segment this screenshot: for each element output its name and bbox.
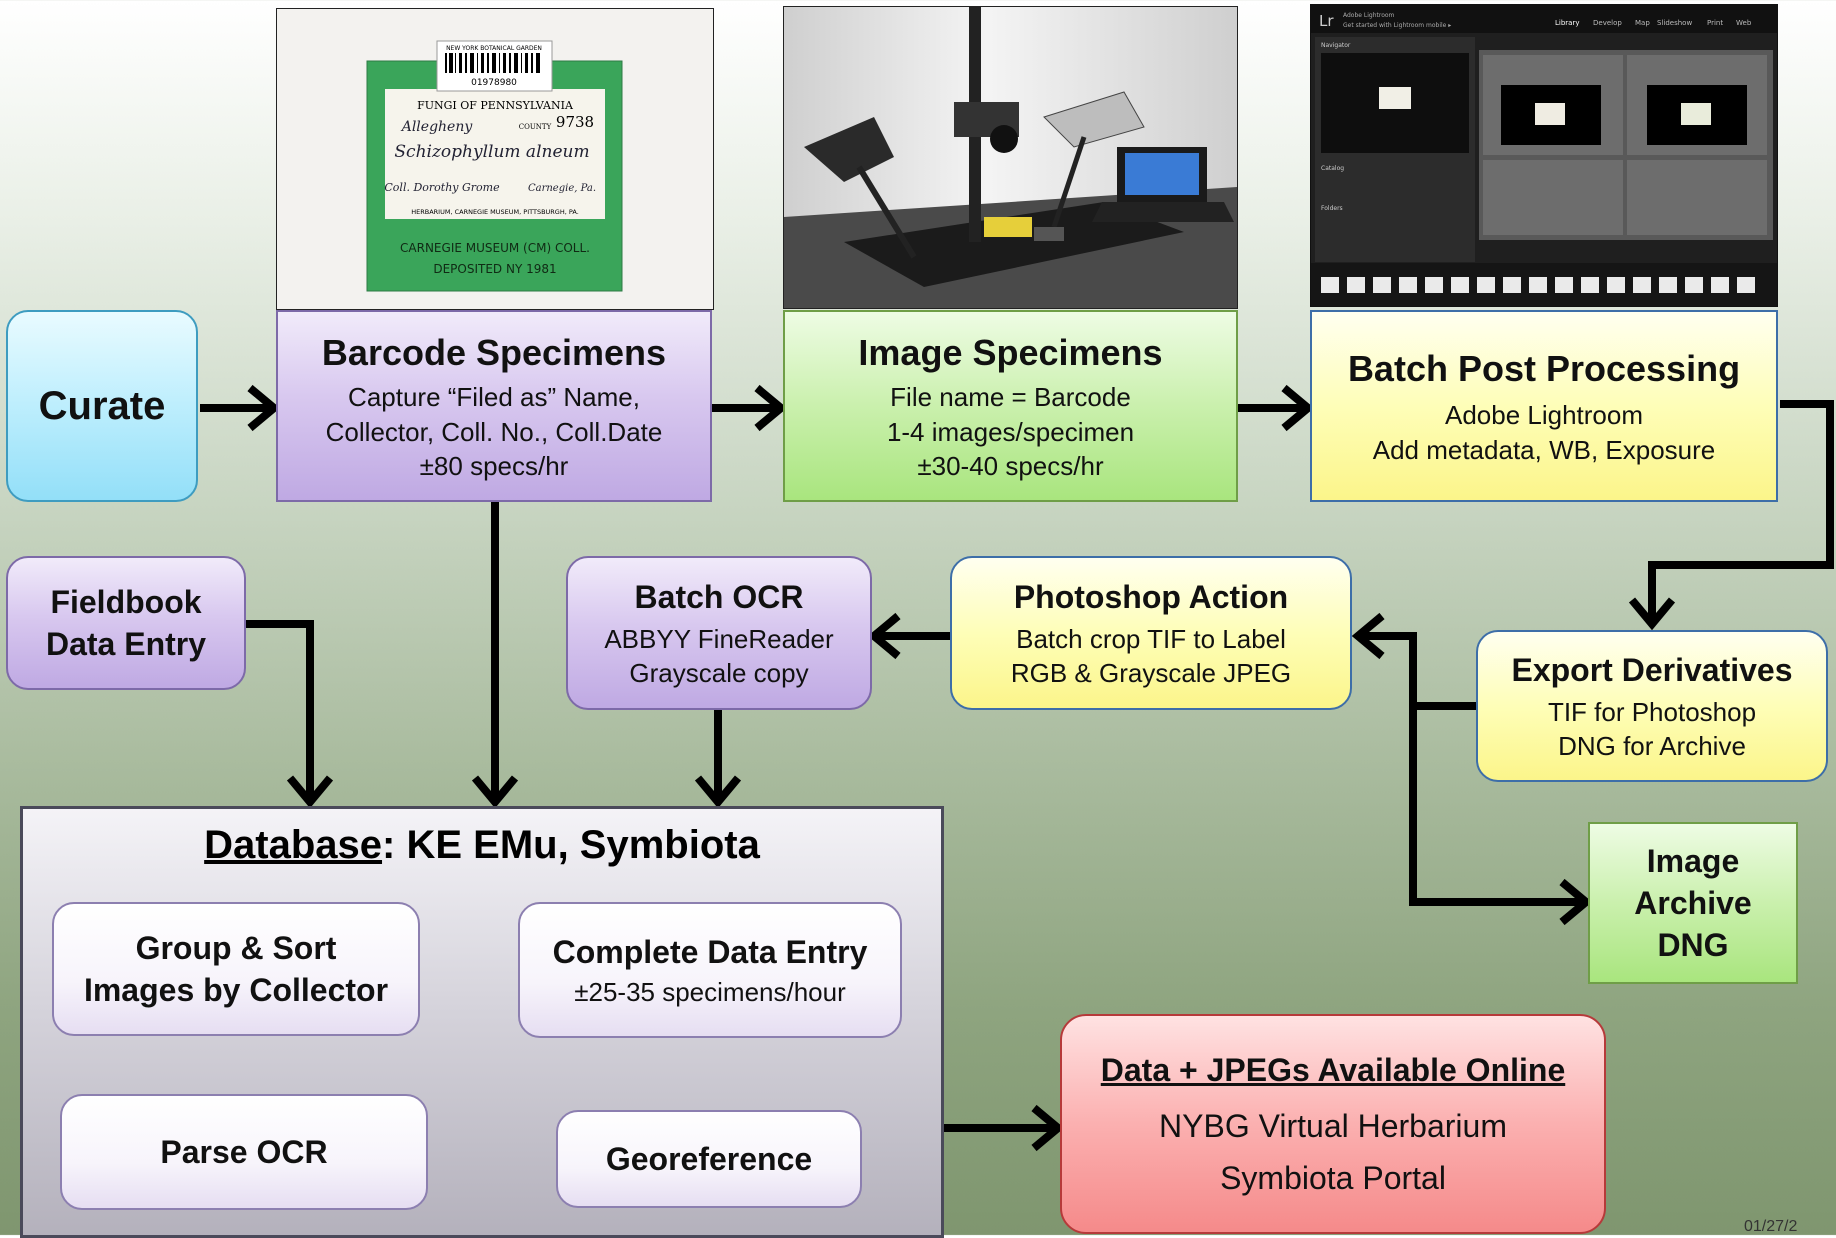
batch-post-title: Batch Post Processing (1347, 347, 1741, 389)
lightroom-module-library: Library (1555, 19, 1579, 27)
parse-ocr-node: Parse OCR (60, 1094, 428, 1210)
export-line-1: TIF for Photoshop (1547, 696, 1757, 727)
archive-line-2: Archive (1634, 884, 1752, 921)
label-barcode-number: 01978980 (471, 78, 517, 88)
image-archive-node: Image Archive DNG (1588, 822, 1798, 984)
image-line-2: 1-4 images/specimen (886, 416, 1135, 447)
batch-post-line-1: Adobe Lightroom (1444, 400, 1644, 431)
batch-post-processing-node: Batch Post Processing Adobe Lightroom Ad… (1310, 310, 1778, 502)
online-line-2: Symbiota Portal (1220, 1160, 1446, 1197)
fieldbook-line-2: Data Entry (45, 626, 207, 662)
archive-line-3: DNG (1657, 927, 1729, 964)
group-sort-line-2: Images by Collector (83, 972, 389, 1008)
complete-data-entry-node: Complete Data Entry ±25-35 specimens/hou… (518, 902, 902, 1038)
arrow-batchpost-to-export (1648, 400, 1834, 618)
barcode-title: Barcode Specimens (321, 331, 667, 373)
lightroom-screenshot: Lr Adobe Lightroom Get started with Ligh… (1310, 4, 1778, 307)
lightroom-logo: Lr (1319, 12, 1334, 30)
image-line-3: ±30-40 specs/hr (917, 450, 1104, 481)
georeference-title: Georeference (605, 1140, 813, 1177)
imaging-station-photo (783, 6, 1238, 309)
lightroom-screenshot-image: Lr Adobe Lightroom Get started with Ligh… (1311, 5, 1777, 306)
database-title: Database: KE EMu, Symbiota (23, 823, 941, 868)
label-species: Schizophyllum alneum (394, 142, 589, 162)
complete-title: Complete Data Entry (552, 933, 868, 970)
barcode-line-3: ±80 specs/hr (419, 450, 569, 481)
arrow-export-to-photoshop (1364, 632, 1476, 710)
lightroom-module-slideshow: Slideshow (1657, 19, 1692, 27)
label-locality: Carnegie, Pa. (528, 183, 596, 194)
label-county-word: COUNTY (519, 123, 552, 131)
online-title: Data + JPEGs Available Online (1100, 1051, 1566, 1088)
photoshop-action-node: Photoshop Action Batch crop TIF to Label… (950, 556, 1352, 710)
archive-line-1: Image (1646, 842, 1740, 879)
specimen-label-image: NEW YORK BOTANICAL GARDEN 01978980 FUNGI… (366, 40, 623, 292)
export-derivatives-node: Export Derivatives TIF for Photoshop DNG… (1476, 630, 1828, 782)
georeference-node: Georeference (556, 1110, 862, 1208)
export-line-2: DNG for Archive (1558, 731, 1746, 762)
batch-ocr-line-2: Grayscale copy (629, 658, 809, 689)
parse-ocr-title: Parse OCR (160, 1133, 328, 1170)
arrow-export-to-archive (1409, 706, 1580, 906)
lightroom-panel-catalog: Catalog (1321, 165, 1344, 172)
photoshop-title: Photoshop Action (1013, 578, 1289, 615)
batch-post-line-2: Add metadata, WB, Exposure (1372, 434, 1716, 465)
online-line-1: NYBG Virtual Herbarium (1159, 1107, 1507, 1144)
group-sort-line-1: Group & Sort (135, 929, 337, 966)
complete-line: ±25-35 specimens/hour (574, 976, 846, 1007)
image-title: Image Specimens (858, 331, 1163, 373)
label-county: Allegheny (400, 119, 474, 135)
lightroom-module-print: Print (1707, 19, 1723, 27)
label-garden: NEW YORK BOTANICAL GARDEN (446, 45, 542, 52)
export-title: Export Derivatives (1511, 651, 1793, 688)
curate-title: Curate (38, 383, 166, 428)
fieldbook-line-1: Fieldbook (50, 583, 202, 620)
label-deposited-stamp: DEPOSITED NY 1981 (433, 262, 556, 276)
batch-ocr-title: Batch OCR (634, 578, 804, 615)
arrow-fieldbook-to-database (246, 620, 314, 796)
lightroom-module-map: Map (1635, 19, 1650, 27)
label-number: 9738 (556, 113, 594, 131)
image-specimens-node: Image Specimens File name = Barcode 1-4 … (783, 310, 1238, 502)
barcode-line-2: Collector, Coll. No., Coll.Date (325, 416, 663, 447)
footer-date: 01/27/2 (1744, 1218, 1798, 1235)
lightroom-module-web: Web (1736, 19, 1752, 27)
online-node: Data + JPEGs Available Online NYBG Virtu… (1060, 1014, 1606, 1234)
label-collector: Coll. Dorothy Grome (384, 181, 500, 194)
fieldbook-node: Fieldbook Data Entry (6, 556, 246, 690)
label-coll-stamp: CARNEGIE MUSEUM (CM) COLL. (400, 241, 590, 255)
lightroom-module-develop: Develop (1593, 19, 1622, 27)
photoshop-line-2: RGB & Grayscale JPEG (1010, 658, 1292, 689)
image-line-1: File name = Barcode (890, 382, 1131, 413)
batch-ocr-node: Batch OCR ABBYY FineReader Grayscale cop… (566, 556, 872, 710)
lightroom-panel-folders: Folders (1321, 205, 1343, 212)
curate-node: Curate (6, 310, 198, 502)
lightroom-mobile-prompt: Get started with Lightroom mobile ▸ (1343, 22, 1451, 29)
photoshop-line-1: Batch crop TIF to Label (1016, 623, 1286, 654)
database-title-underlined: Database (204, 823, 383, 867)
group-sort-node: Group & Sort Images by Collector (52, 902, 420, 1036)
specimen-label-photo: NEW YORK BOTANICAL GARDEN 01978980 FUNGI… (276, 8, 714, 310)
label-herbarium: HERBARIUM, CARNEGIE MUSEUM, PITTSBURGH, … (411, 208, 579, 216)
batch-ocr-line-1: ABBYY FineReader (604, 623, 834, 654)
barcode-line-1: Capture “Filed as” Name, (348, 382, 640, 413)
lightroom-app-name: Adobe Lightroom (1343, 12, 1395, 19)
imaging-station-image (784, 7, 1237, 308)
barcode-specimens-node: Barcode Specimens Capture “Filed as” Nam… (276, 310, 712, 502)
label-heading: FUNGI OF PENNSYLVANIA (417, 99, 574, 112)
lightroom-panel-navigator: Navigator (1321, 42, 1351, 49)
database-title-rest: : KE EMu, Symbiota (382, 823, 760, 867)
